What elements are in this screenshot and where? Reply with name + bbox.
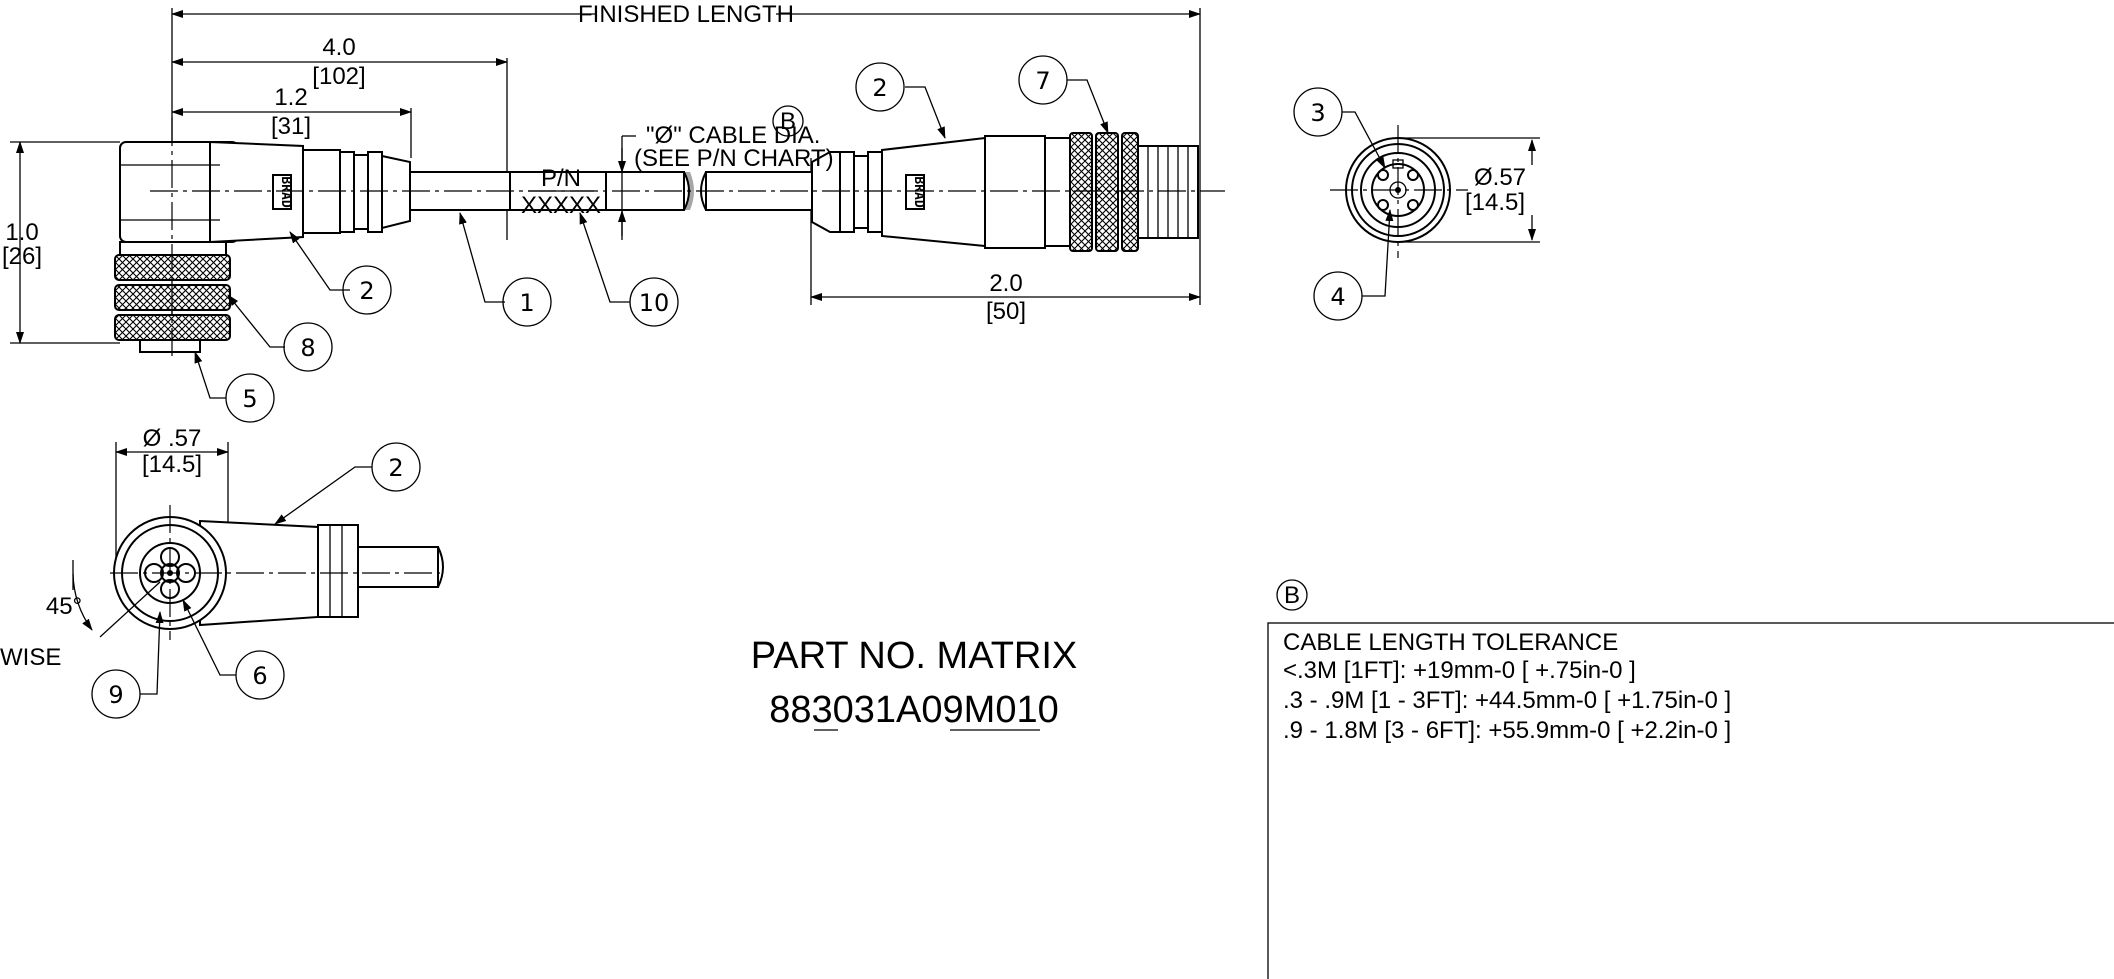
- cable-dia-ref-b: B: [772, 105, 804, 137]
- svg-text:B: B: [1284, 582, 1300, 609]
- dim-102: [102]: [312, 63, 365, 90]
- tolerance-table: [1267, 622, 2114, 979]
- svg-text:4: 4: [1330, 283, 1345, 311]
- dia-057-right: Ø.57: [1474, 164, 1526, 191]
- balloon-2c: 2: [371, 442, 421, 492]
- see-pn-chart-note: (SEE P/N CHART): [634, 145, 834, 172]
- svg-text:8: 8: [300, 334, 315, 362]
- svg-text:7: 7: [1035, 67, 1050, 95]
- balloon-5: 5: [225, 373, 275, 423]
- svg-text:2: 2: [388, 454, 403, 482]
- tolerance-row-3: .9 - 1.8M [3 - 6FT]: +55.9mm-0 [ +2.2in-…: [1283, 717, 1731, 744]
- balloon-2b: 2: [855, 62, 905, 112]
- part-matrix-title: PART NO. MATRIX: [751, 635, 1078, 677]
- svg-text:3: 3: [1310, 99, 1325, 127]
- end-view-bottom: [72, 442, 444, 640]
- svg-text:5: 5: [242, 385, 257, 413]
- dim-2-0: 2.0: [989, 270, 1022, 297]
- dim-4-0: 4.0: [322, 34, 355, 61]
- dia-145-bottom: [14.5]: [142, 451, 202, 478]
- tolerance-row-2: .3 - .9M [1 - 3FT]: +44.5mm-0 [ +1.75in-…: [1283, 687, 1731, 714]
- tolerance-row-1: <.3M [1FT]: +19mm-0 [ +.75in-0 ]: [1283, 657, 1636, 684]
- dim-1-2: 1.2: [274, 84, 307, 111]
- svg-text:6: 6: [252, 662, 267, 690]
- angle-45: 45°: [46, 593, 82, 620]
- pn-value: XXXXX: [521, 192, 601, 219]
- svg-text:1: 1: [519, 289, 534, 317]
- part-matrix-number: 883031A09M010: [769, 689, 1058, 731]
- dia-057-bottom: Ø .57: [143, 425, 202, 452]
- tolerance-ref-b: B: [1276, 579, 1308, 611]
- svg-text:2: 2: [359, 277, 374, 305]
- svg-text:10: 10: [639, 289, 670, 317]
- pn-label: P/N: [541, 165, 581, 192]
- balloon-4: 4: [1313, 271, 1363, 321]
- svg-text:2: 2: [872, 74, 887, 102]
- balloon-3: 3: [1293, 87, 1343, 137]
- dim-31: [31]: [271, 113, 311, 140]
- dim-50: [50]: [986, 298, 1026, 325]
- balloon-7: 7: [1018, 55, 1068, 105]
- balloon-2a: 2: [342, 265, 392, 315]
- finished-length-label: FINISHED LENGTH: [578, 1, 794, 28]
- svg-text:9: 9: [108, 681, 123, 709]
- dim-26: [26]: [2, 243, 42, 270]
- top-view: BRAD BRAD: [10, 8, 1225, 360]
- balloon-8: 8: [283, 322, 333, 372]
- svg-text:B: B: [780, 108, 796, 135]
- balloon-10: 10: [629, 277, 679, 327]
- balloon-6: 6: [235, 650, 285, 700]
- dim-1-0: 1.0: [5, 219, 38, 246]
- tolerance-header: CABLE LENGTH TOLERANCE: [1283, 629, 1618, 656]
- wise-text: WISE: [0, 644, 61, 671]
- balloon-9: 9: [91, 669, 141, 719]
- end-view-right: [1330, 125, 1540, 258]
- brand-logo-right: BRAD: [911, 176, 926, 207]
- balloon-1: 1: [502, 277, 552, 327]
- dia-145-right: [14.5]: [1465, 189, 1525, 216]
- brand-logo-left: BRAD: [278, 176, 293, 207]
